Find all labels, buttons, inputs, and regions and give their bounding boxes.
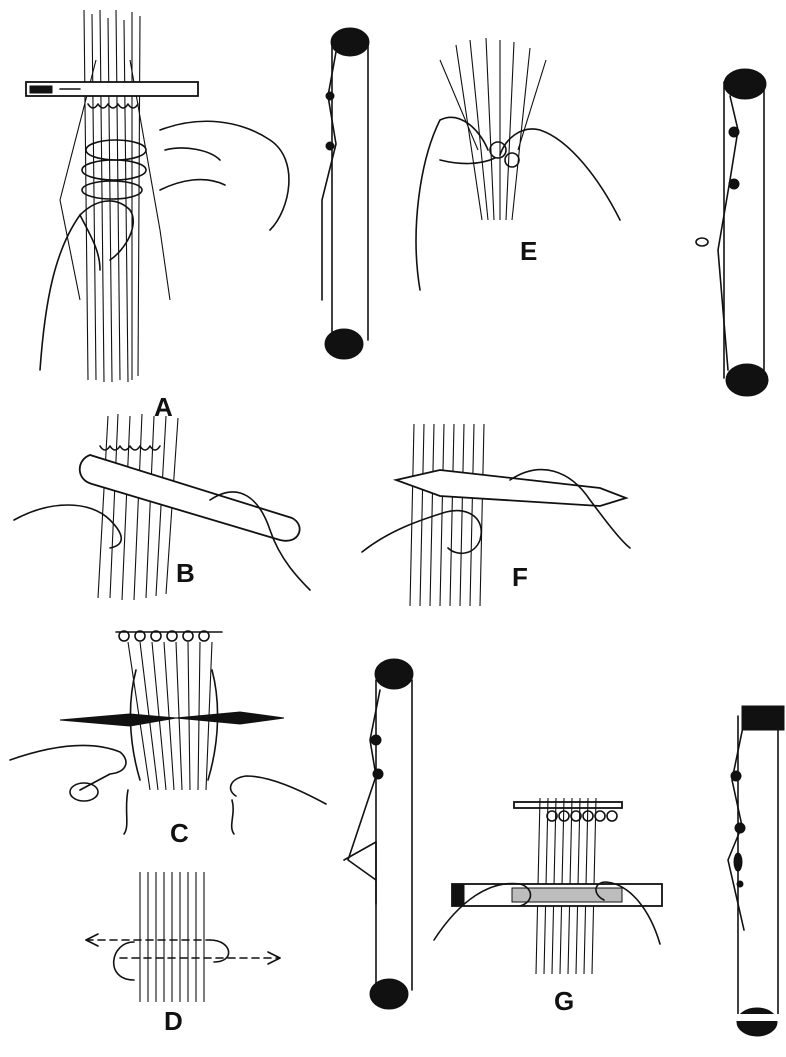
panel-label-c: C [170,820,189,846]
panel-d-warp-threads [140,872,204,1002]
panel-a-rod [26,82,198,96]
panel-label-e: E [520,238,537,264]
panel-e-hands [416,117,620,290]
panel-a-right-hand [160,121,289,230]
panel-g-rod [514,802,622,821]
panel-c-illustration [10,631,326,834]
panel-g-beater-bar [452,884,662,906]
panel-g-illustration [434,798,662,974]
panel-f-illustration [362,424,630,606]
panel-c-beam [344,659,413,1009]
panel-label-g: G [554,988,574,1014]
panel-a-illustration [26,10,289,382]
panel-d-arrows [86,934,280,980]
panel-c-shuttle [60,712,284,726]
panel-c-hands [10,746,326,834]
panel-label-a: A [154,394,173,420]
panel-e-beam [696,69,768,396]
panel-a-loops [82,104,146,199]
panel-b-illustration [14,414,310,600]
panel-label-f: F [512,564,528,590]
panel-b-hands [14,492,310,590]
panel-f-shuttle-stick [396,470,626,506]
panel-g-beam [728,706,784,1036]
panel-a-beam [322,28,369,359]
panel-b-warp-threads [98,414,178,600]
panel-c-loops [116,631,222,641]
panel-e-illustration [416,38,620,290]
panel-label-b: B [176,560,195,586]
panel-label-d: D [164,1008,183,1034]
panel-a-warp-threads [60,10,170,382]
panel-d-illustration [86,872,280,1002]
